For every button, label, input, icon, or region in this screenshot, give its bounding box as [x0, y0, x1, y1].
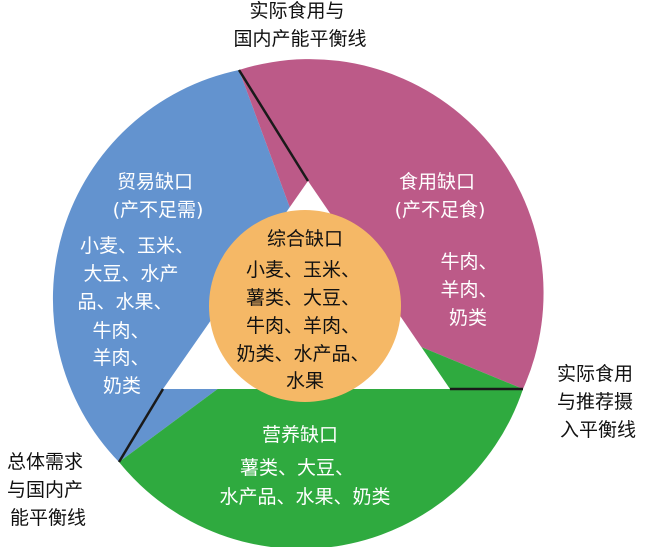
right-balance-line-label: 实际食用 与推荐摄 入平衡线: [557, 363, 639, 441]
trade-item-line-1: 小麦、玉米、: [80, 235, 194, 257]
trade-item-line-3: 品、水果、: [77, 291, 172, 313]
nutrition-title-line-1: 营养缺口: [262, 424, 338, 446]
top-balance-line-label: 实际食用与 国内产能平衡线: [233, 0, 366, 50]
left-label-line-3: 能平衡线: [10, 507, 86, 529]
combined-gap-circle: [209, 210, 401, 402]
food-gap-items: 牛肉、 羊肉、 奶类: [440, 251, 503, 329]
trade-item-line-5: 羊肉、: [92, 347, 149, 369]
top-label-line-2: 国内产能平衡线: [233, 28, 366, 50]
right-label-line-2: 与推荐摄: [557, 391, 633, 413]
top-label-line-1: 实际食用与: [249, 0, 344, 22]
center-item-line-2: 薯类、大豆、: [246, 287, 360, 309]
center-item-line-3: 牛肉、羊肉、: [246, 315, 360, 337]
left-label-line-2: 与国内产: [7, 479, 83, 501]
trade-gap-items: 小麦、玉米、 大豆、水产 品、水果、 牛肉、 羊肉、 奶类: [77, 235, 200, 397]
food-item-line-1: 牛肉、: [440, 251, 497, 273]
divider-top: [237, 69, 310, 182]
right-label-line-1: 实际食用: [557, 363, 633, 385]
food-gap-title: 食用缺口 (产不足食): [395, 171, 486, 221]
nutrition-item-line-1: 薯类、大豆、: [240, 457, 354, 479]
trade-gap-sector: [52, 70, 328, 462]
right-label-line-3: 入平衡线: [560, 419, 636, 441]
trade-title-line-2: (产不足需): [113, 199, 204, 221]
trade-item-line-2: 大豆、水产: [83, 263, 178, 285]
nutrition-gap-items: 薯类、大豆、 水产品、水果、奶类: [219, 457, 390, 508]
center-item-line-1: 小麦、玉米、: [246, 259, 360, 281]
combined-gap-title: 综合缺口: [267, 228, 343, 250]
trade-gap-title: 贸易缺口 (产不足需): [113, 171, 204, 221]
left-label-line-1: 总体需求: [7, 451, 83, 473]
center-item-line-4: 奶类、水产品、: [236, 343, 369, 365]
trade-title-line-1: 贸易缺口: [117, 171, 193, 193]
nutrition-item-line-2: 水产品、水果、奶类: [219, 486, 390, 508]
food-item-line-2: 羊肉、: [440, 279, 497, 301]
food-title-line-1: 食用缺口: [399, 171, 475, 193]
left-balance-line-label: 总体需求 与国内产 能平衡线: [7, 451, 89, 529]
divider-left: [117, 388, 165, 463]
trade-item-line-4: 牛肉、: [92, 320, 149, 342]
center-title-line: 综合缺口: [267, 228, 343, 250]
food-gap-sector: [239, 59, 544, 389]
center-item-line-5: 水果: [286, 370, 324, 392]
nutrition-gap-title: 营养缺口: [262, 424, 338, 446]
food-title-line-2: (产不足食): [395, 199, 486, 221]
food-item-line-3: 奶类: [449, 307, 487, 329]
trade-item-line-6: 奶类: [103, 375, 141, 397]
combined-gap-items: 小麦、玉米、 薯类、大豆、 牛肉、羊肉、 奶类、水产品、 水果: [236, 259, 375, 392]
